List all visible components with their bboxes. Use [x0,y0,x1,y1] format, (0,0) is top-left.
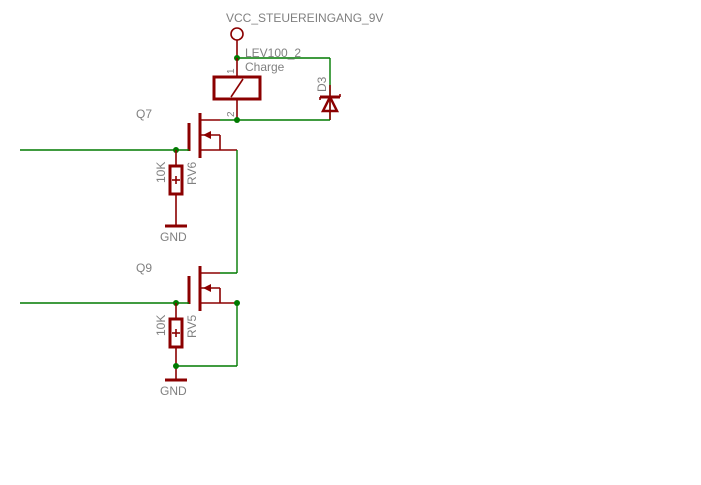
rv5-name: RV5 [185,315,199,338]
junction-gnd-2 [173,363,179,369]
rv5-value: 10K [154,315,168,336]
q9-name: Q9 [136,261,152,275]
resistor-rv6 [168,150,184,226]
vcc-supply-terminal [230,27,244,58]
relay-pin1: 1 [226,68,237,74]
gnd-label-1: GND [160,230,187,244]
vcc-net-label: VCC_STEUEREINGANG_9V [226,11,383,25]
relay-name: LEV100_2 [245,46,301,60]
gnd-label-2: GND [160,384,187,398]
junction-coil [234,117,240,123]
transistor-q9 [187,266,237,311]
q7-name: Q7 [136,107,152,121]
rv6-name: RV6 [185,162,199,185]
relay-pin2: 2 [226,111,237,117]
rv6-value: 10K [154,162,168,183]
relay-coil [212,58,262,120]
diode-name: D3 [315,76,329,92]
relay-value: Charge [245,60,285,74]
diode-d3 [319,85,341,120]
transistor-q7 [187,113,237,158]
